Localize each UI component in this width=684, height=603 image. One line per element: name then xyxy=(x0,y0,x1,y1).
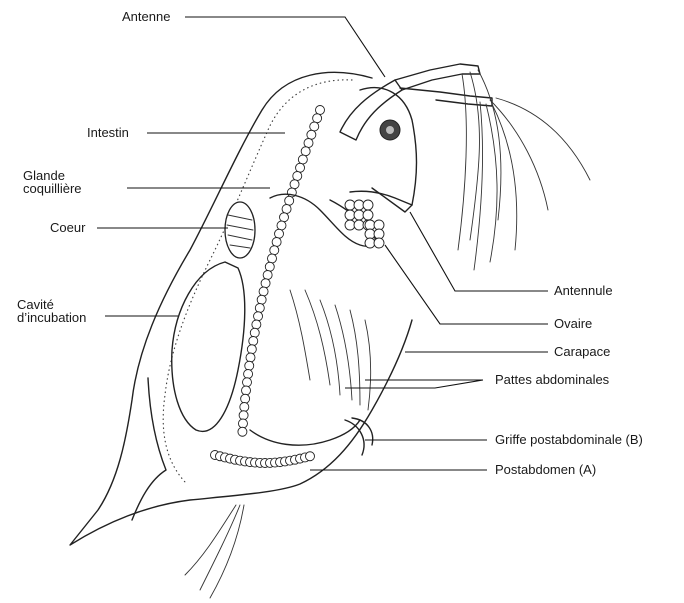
ovary-egg xyxy=(363,200,373,210)
intestine-segment xyxy=(238,419,247,428)
label-glande-line2: coquillière xyxy=(23,182,82,196)
ovary-egg xyxy=(374,229,384,239)
label-antennule: Antennule xyxy=(554,284,613,298)
intestine-segment xyxy=(279,213,288,222)
intestine-segment xyxy=(243,378,252,387)
intestine-segment xyxy=(304,139,313,148)
intestine-segment xyxy=(249,337,258,346)
intestine xyxy=(211,106,325,468)
intestine-segment xyxy=(244,370,253,379)
ovary-egg xyxy=(354,210,364,220)
intestine-segment xyxy=(239,411,248,420)
intestine-segment xyxy=(240,403,249,412)
ovary-egg xyxy=(365,229,375,239)
tail-spine xyxy=(132,378,166,520)
intestine-segment xyxy=(252,320,261,329)
leader-pattes-2 xyxy=(345,380,483,388)
intestine-segment xyxy=(259,287,268,296)
intestine-segment xyxy=(261,279,270,288)
intestine-segment xyxy=(263,271,272,280)
intestine-segment xyxy=(316,106,325,115)
label-antenne: Antenne xyxy=(122,10,170,24)
carapace-inner-dots xyxy=(163,80,352,482)
label-coeur: Coeur xyxy=(50,221,85,235)
intestine-segment xyxy=(247,345,256,354)
ovary-egg xyxy=(363,210,373,220)
ovary-egg xyxy=(365,238,375,248)
ovary-egg xyxy=(354,220,364,230)
intestine-segment xyxy=(306,452,315,461)
leader-ovaire xyxy=(385,245,548,324)
ovary-egg xyxy=(345,220,355,230)
leg-setae xyxy=(185,505,244,598)
rostrum xyxy=(372,188,412,212)
antenna-setae xyxy=(458,70,590,270)
intestine-segment xyxy=(282,205,291,214)
intestine-segment xyxy=(241,394,250,403)
heart xyxy=(225,202,255,258)
intestine-segment xyxy=(238,427,247,436)
ovary-egg xyxy=(345,200,355,210)
label-griffe: Griffe postabdominale (B) xyxy=(495,433,643,447)
leader-lines xyxy=(97,17,548,470)
intestine-segment xyxy=(255,304,264,313)
intestine-segment xyxy=(242,386,251,395)
leader-antenne xyxy=(185,17,385,77)
intestine-segment xyxy=(307,130,316,139)
intestine-segment xyxy=(254,312,263,321)
label-ovaire: Ovaire xyxy=(554,317,592,331)
thoracic-legs xyxy=(290,290,371,410)
intestine-segment xyxy=(245,361,254,370)
intestine-segment xyxy=(298,155,307,164)
label-pattes: Pattes abdominales xyxy=(495,373,609,387)
eye-highlight xyxy=(386,126,394,134)
ovary-egg xyxy=(345,210,355,220)
antenna-upper-ramus xyxy=(395,64,480,90)
ovary-egg xyxy=(365,220,375,230)
intestine-segment xyxy=(270,246,279,255)
intestine-segment xyxy=(277,221,286,230)
intestine-segment xyxy=(246,353,255,362)
postabdominal-claw xyxy=(345,418,373,455)
intestine-segment xyxy=(267,254,276,263)
intestine-segment xyxy=(285,196,294,205)
intestine-segment xyxy=(272,238,281,247)
ovary-egg xyxy=(354,200,364,210)
carapace-outline xyxy=(70,72,412,545)
intestine-segment xyxy=(310,122,319,131)
intestine-segment xyxy=(293,172,302,181)
ovary-egg xyxy=(374,220,384,230)
postabdomen xyxy=(250,420,360,445)
label-cavite-line2: d’incubation xyxy=(17,311,86,325)
label-postabdomen: Postabdomen (A) xyxy=(495,463,596,477)
intestine-segment xyxy=(296,163,305,172)
intestine-segment xyxy=(265,262,274,271)
intestine-segment xyxy=(275,229,284,238)
antenna-lower-ramus xyxy=(400,88,492,106)
intestine-segment xyxy=(290,180,299,189)
intestine-segment xyxy=(250,328,259,337)
label-carapace: Carapace xyxy=(554,345,610,359)
intestine-segment xyxy=(301,147,310,156)
label-intestin: Intestin xyxy=(87,126,129,140)
brood-chamber xyxy=(172,262,245,431)
intestine-segment xyxy=(257,295,266,304)
intestine-segment xyxy=(313,114,322,123)
ovary-egg xyxy=(374,238,384,248)
